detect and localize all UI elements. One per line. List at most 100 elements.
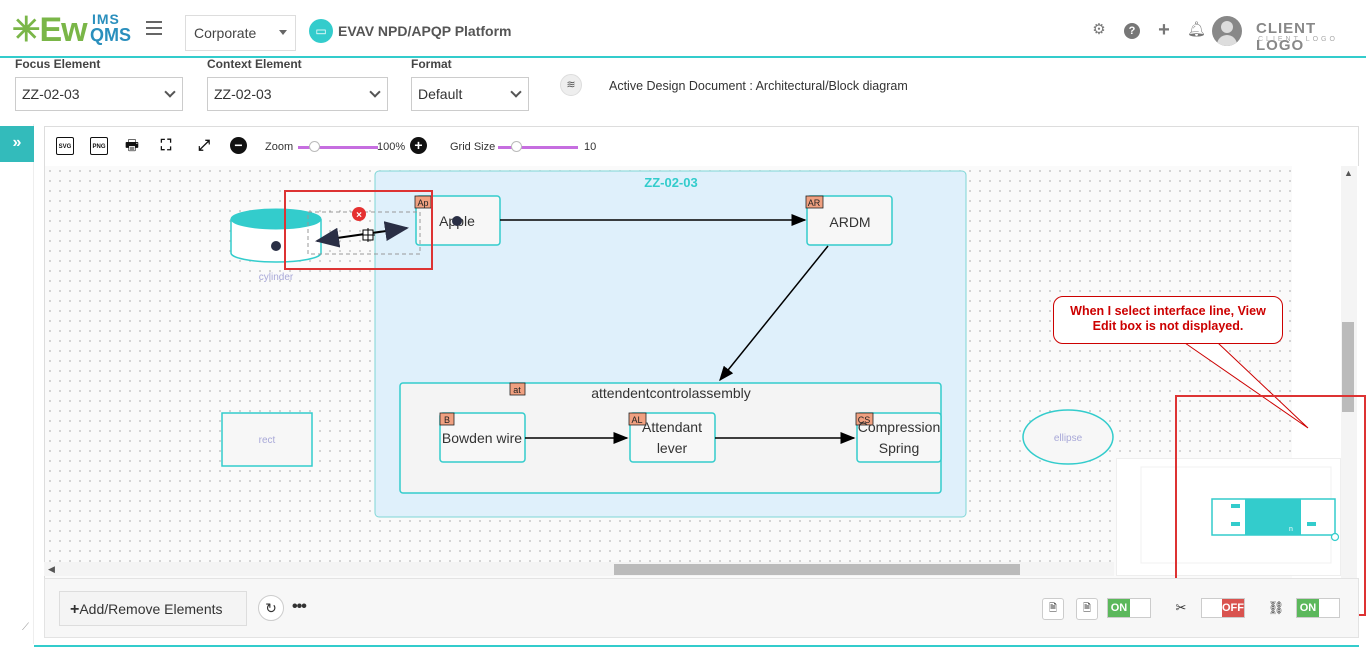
add-remove-elements-label: Add/Remove Elements (79, 601, 223, 617)
app-logo[interactable]: ✳Ew (12, 10, 88, 50)
delete-line-icon[interactable] (352, 207, 366, 221)
node-ardm[interactable] (806, 195, 893, 246)
fullscreen-icon[interactable]: ⤢ (197, 137, 210, 154)
node-ardm-tag-bg (805, 195, 824, 209)
node-attendant-lever-label-2: lever (657, 440, 688, 456)
node-attendant-lever-tag-bg (628, 412, 647, 426)
plus-icon: + (70, 601, 80, 618)
vertical-scrollbar-thumb[interactable] (1342, 322, 1354, 412)
hamburger-menu-icon[interactable] (146, 21, 162, 35)
ellipse-shape[interactable] (1022, 409, 1114, 465)
chevron-down-icon (369, 86, 381, 98)
more-options-icon[interactable]: ••• (292, 598, 307, 615)
minimap-small-label: n (1289, 526, 1293, 533)
context-element-value: ZZ-02-03 (214, 86, 272, 102)
focus-element-select[interactable]: ZZ-02-03 (15, 77, 183, 111)
focus-element-label: Focus Element (15, 57, 101, 71)
grid-size-label: Grid Size (450, 141, 496, 153)
node-compression-spring-label-1: Compression (858, 419, 940, 435)
minimap[interactable]: n (1116, 458, 1341, 576)
format-select[interactable]: Default (411, 77, 529, 111)
scroll-up-icon[interactable]: ▲ (1344, 168, 1353, 178)
callout-line-2: Edit box is not displayed. (1092, 319, 1244, 333)
cylinder-shape[interactable] (230, 208, 322, 263)
expand-panel-button[interactable]: » (0, 126, 34, 162)
monitor-icon: ▭ (309, 19, 333, 43)
interface-line-reverse[interactable] (315, 227, 341, 248)
layers-icon[interactable]: ≋ (560, 74, 582, 96)
user-avatar[interactable] (1212, 16, 1242, 46)
client-logo: CLIENT LOGO (1256, 20, 1317, 54)
node-assembly-tag: at (513, 385, 521, 395)
resize-handle-icon[interactable]: ⟋ (22, 622, 29, 633)
logo-star-icon: ✳ (12, 11, 40, 49)
grid-size-slider-thumb[interactable] (511, 141, 522, 152)
toggle-switch-1[interactable]: ON (1107, 598, 1151, 618)
node-assembly-tag-bg (509, 382, 526, 396)
connector-ardm-assembly[interactable] (719, 245, 829, 382)
logo-text: Ew (39, 11, 88, 49)
add-remove-elements-button[interactable]: +Add/Remove Elements (59, 591, 247, 626)
plus-icon[interactable]: + (1158, 19, 1170, 41)
ellipse-shape-label: ellipse (1054, 433, 1083, 444)
cylinder-label: cylinder (259, 272, 294, 283)
callout-pointer (1184, 342, 1309, 429)
annotation-callout: When I select interface line, View Edit … (1053, 296, 1283, 344)
diagram-svg: ZZ-02-03 cylinder Ap Apple AR ARDM × (221, 170, 1114, 518)
scroll-left-icon[interactable]: ◀ (48, 564, 55, 574)
bell-icon[interactable]: 🔔︎ (1187, 21, 1207, 38)
zoom-out-icon[interactable]: − (230, 137, 247, 154)
toggle-switch-2[interactable]: OFF (1201, 598, 1245, 618)
minimap-svg: n (1140, 466, 1340, 564)
zoom-label: Zoom (265, 141, 294, 153)
node-compression-spring[interactable] (856, 412, 942, 463)
export-png-icon[interactable]: PNG (90, 137, 108, 155)
chevron-down-icon (164, 86, 176, 98)
document-code-icon[interactable]: 🗎 (1076, 598, 1098, 620)
bottom-accent-line (34, 645, 1359, 647)
format-value: Default (418, 86, 463, 102)
toggle-3-state: ON (1297, 599, 1319, 617)
node-apple-tag: Ap (417, 198, 428, 208)
node-attendant-lever-label-1: Attendant (642, 419, 702, 435)
diagram-toolbar: SVG PNG 🖶 ⛶ ⤢ − Zoom 100% + Grid Size 10 (44, 126, 1359, 166)
node-compression-spring-label-2: Spring (879, 440, 919, 456)
horizontal-scrollbar-thumb[interactable] (614, 564, 1020, 575)
context-element-select[interactable]: ZZ-02-03 (207, 77, 388, 111)
print-icon[interactable]: 🖶 (124, 137, 140, 154)
context-element-label: Context Element (207, 57, 302, 71)
zoom-slider-thumb[interactable] (309, 141, 320, 152)
diagram-canvas[interactable]: ZZ-02-03 cylinder Ap Apple AR ARDM × (44, 166, 1292, 578)
tools-icon[interactable]: ✂ (1175, 600, 1187, 615)
export-svg-icon[interactable]: SVG (56, 137, 74, 155)
logo-ims: IMS (92, 11, 120, 27)
platform-title: EVAV NPD/APQP Platform (338, 23, 512, 39)
gear-icon[interactable]: ⚙ (1092, 21, 1106, 38)
container-title: ZZ-02-03 (644, 175, 697, 190)
caret-down-icon (279, 30, 287, 35)
grid-size-value: 10 (584, 141, 597, 153)
left-rail (0, 124, 34, 644)
active-design-document: Active Design Document : Architectural/B… (609, 79, 908, 93)
document-icon[interactable]: 🗎 (1042, 598, 1064, 620)
unlink-icon[interactable]: ⛓ (1267, 600, 1285, 615)
move-cursor-icon (361, 228, 375, 242)
toggle-switch-3[interactable]: ON (1296, 598, 1340, 618)
help-icon[interactable]: ? (1124, 23, 1140, 39)
zoom-slider[interactable] (298, 146, 378, 149)
toggle-2-state: OFF (1222, 599, 1244, 617)
organization-select[interactable]: Corporate (185, 15, 296, 51)
highlight-box-interface-line (284, 190, 433, 270)
node-compression-spring-tag-bg (855, 412, 874, 426)
zoom-in-icon[interactable]: + (410, 137, 427, 154)
chevron-down-icon (510, 86, 522, 98)
organization-select-value: Corporate (194, 25, 257, 41)
node-bowden-wire-tag-bg (439, 412, 455, 426)
node-attendant-lever-tag: AL (631, 415, 642, 425)
fit-screen-icon[interactable]: ⛶ (160, 137, 172, 154)
connection-point[interactable] (452, 216, 462, 226)
grid-size-slider[interactable] (498, 146, 578, 149)
delete-line-glyph: × (356, 210, 362, 221)
rect-shape[interactable] (221, 412, 313, 467)
refresh-button[interactable]: ↻ (258, 595, 284, 621)
